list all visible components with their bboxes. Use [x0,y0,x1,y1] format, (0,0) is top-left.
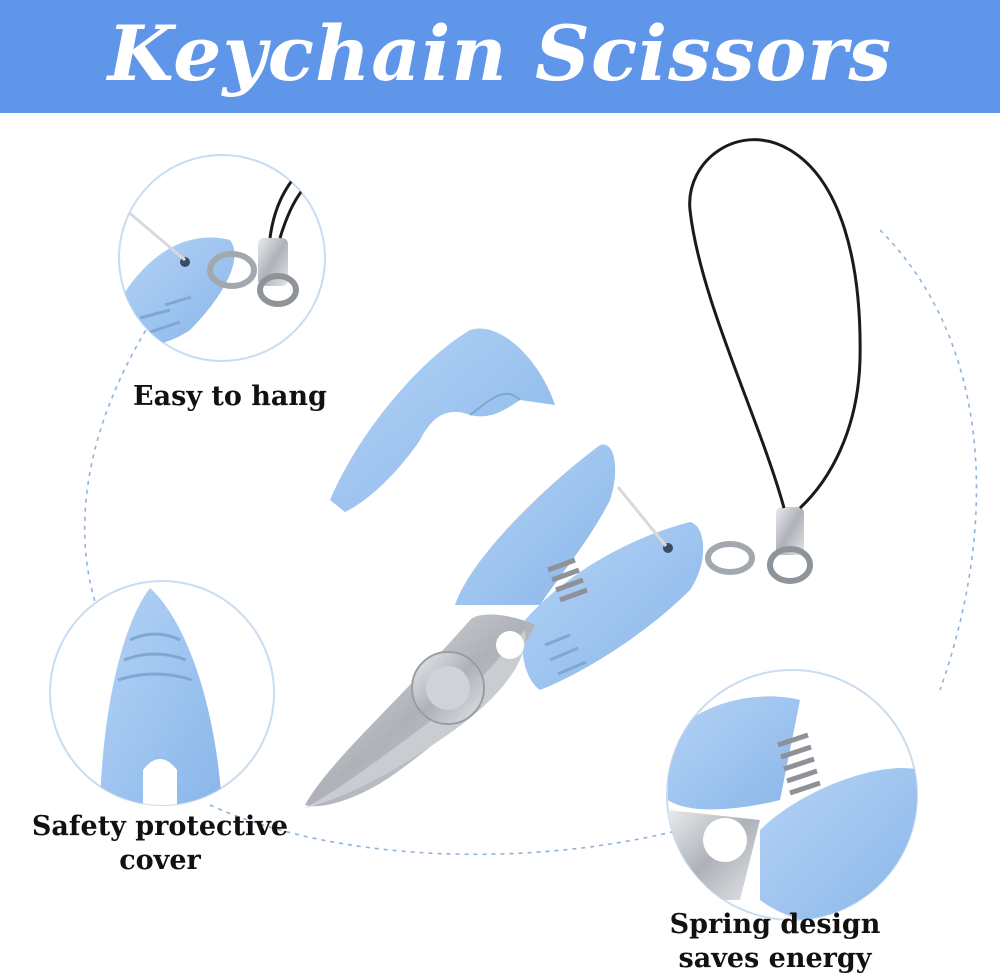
hang-detail-circle [118,154,326,362]
page-title: Keychain Scissors [107,9,893,98]
feature-label-spring: Spring design saves energy [669,909,881,974]
feature-label-cover: Safety protective cover [31,811,289,876]
scissors-image [305,444,813,808]
lanyard-cord [688,138,862,510]
title-banner: Keychain Scissors [0,0,1000,113]
feature-label-hang: Easy to hang [133,381,327,412]
protective-cover-image [330,328,555,512]
cover-detail-circle [49,580,275,806]
spring-detail-circle [666,669,918,921]
